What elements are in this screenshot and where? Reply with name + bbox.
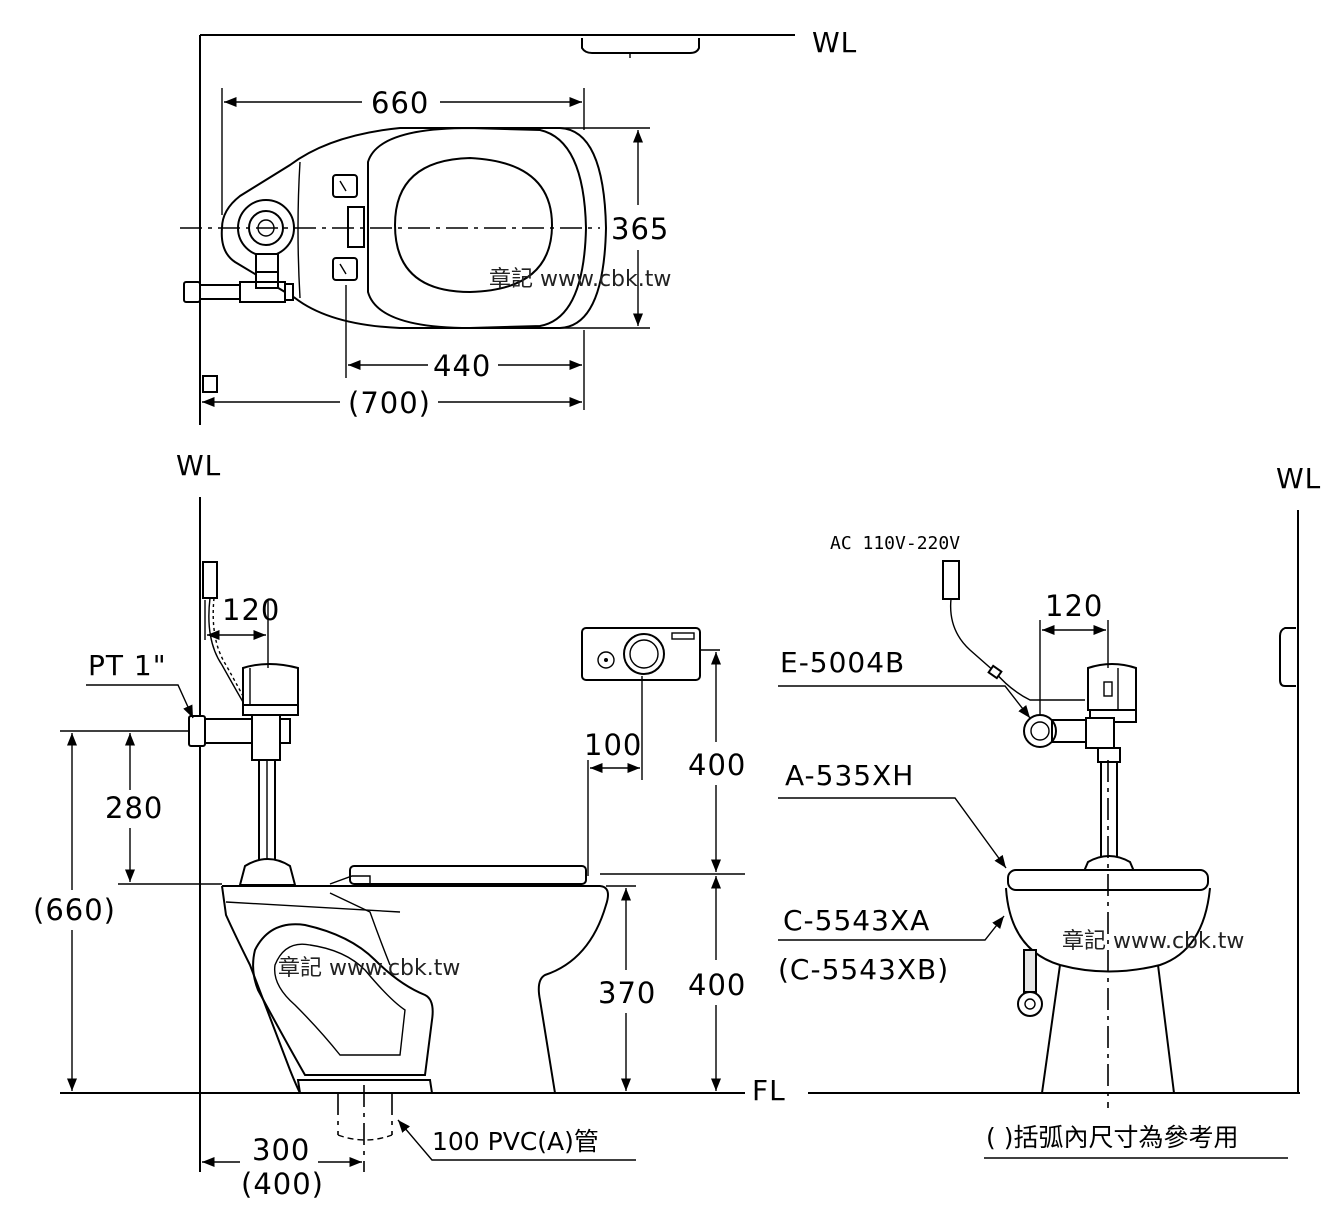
a535xh-label: A-535XH — [785, 759, 914, 792]
pt-label: PT 1" — [88, 649, 167, 682]
toilet-trapway — [252, 923, 434, 1076]
flush-pipe-front — [1100, 761, 1118, 859]
wall-stop — [202, 375, 218, 393]
dim-120-front: 120 — [1045, 589, 1103, 623]
flush-valve-side — [242, 663, 299, 706]
toilet-seat-side — [349, 865, 587, 885]
toilet-seat — [367, 126, 588, 330]
dim-280: 280 — [105, 791, 163, 825]
top-view: WL 660 — [180, 26, 857, 425]
c5543xb-label: (C-5543XB) — [778, 953, 949, 986]
toilet-body-outline — [220, 127, 608, 329]
watermark-front: 章記 www.cbk.tw — [1062, 929, 1244, 954]
dim-300: 300 — [252, 1133, 310, 1167]
side-view: WL FL — [33, 449, 1300, 1201]
hinge-upper — [332, 174, 358, 198]
dim-120-side: 120 — [222, 593, 280, 627]
toilet-bowl-front — [1005, 887, 1211, 973]
ac-label: AC 110V-220V — [830, 533, 960, 554]
front-view: WL AC 110V-220V E-5004B 120 — [778, 462, 1321, 1159]
dim-400-lower: 400 — [688, 968, 746, 1002]
pvc-label: 100 PVC(A)管 — [432, 1127, 599, 1156]
watermark-top: 章記 www.cbk.tw — [489, 267, 671, 292]
dim-660: 660 — [371, 86, 429, 120]
top-wall-fixture — [581, 38, 700, 54]
sensor-box-side — [202, 561, 218, 599]
c5543xa-label: C-5543XA — [783, 904, 930, 937]
watermark-side: 章記 www.cbk.tw — [278, 956, 460, 981]
dim-660-side: (660) — [33, 893, 116, 927]
control-panel — [581, 627, 701, 681]
wl-left-label: WL — [176, 449, 221, 482]
dim-400-paren: (400) — [241, 1167, 324, 1201]
dim-365: 365 — [611, 212, 669, 246]
reference-note: ( )括弧內尺寸為參考用 — [986, 1123, 1238, 1152]
wl-right-label: WL — [1276, 462, 1321, 495]
sensor-box-front — [942, 560, 960, 600]
toilet-side-outline — [222, 885, 609, 1094]
dim-370: 370 — [598, 976, 656, 1010]
dim-400-upper: 400 — [688, 748, 746, 782]
fl-label: FL — [752, 1074, 786, 1107]
dim-100-side: 100 — [584, 728, 642, 762]
e5004b-label: E-5004B — [780, 646, 905, 679]
dim-440: 440 — [433, 349, 491, 383]
hinge-lower — [332, 257, 358, 281]
wl-top-label: WL — [812, 26, 857, 59]
dim-700: (700) — [348, 386, 431, 420]
toilet-bowl-opening — [393, 156, 554, 294]
